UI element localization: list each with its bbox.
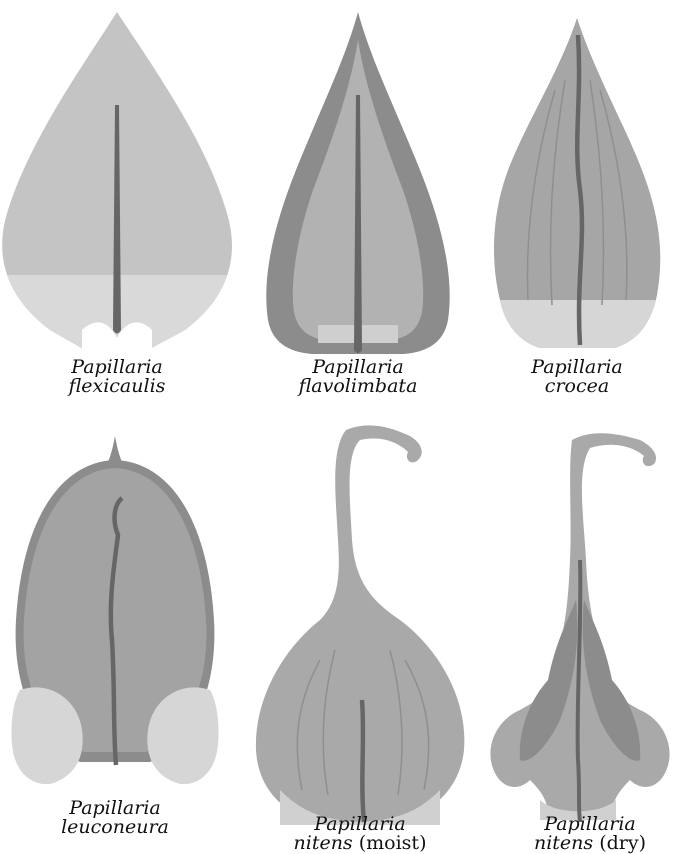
leaf-leuconeura [11,436,218,784]
caption-epithet: nitens [534,832,593,854]
costa-nitens-moist [362,700,364,822]
caption-epithet: flexicaulis [69,375,166,397]
leaf-crocea [490,18,670,355]
caption-epithet: nitens [294,832,353,854]
caption-leuconeura: Papillaria leuconeura [55,799,175,837]
caption-flexicaulis: Papillaria flexicaulis [57,358,177,396]
caption-nitens-moist: Papillaria nitens (moist) [290,815,430,853]
caption-state: (moist) [359,832,427,854]
caption-flavolimbata: Papillaria flavolimbata [298,358,418,396]
caption-state: (dry) [599,832,646,854]
caption-crocea: Papillaria crocea [517,358,637,396]
caption-epithet: leuconeura [61,816,169,838]
leaf-nitens-dry [490,433,669,822]
leaf-nitens-moist [256,425,464,825]
leaf-flavolimbata [266,12,449,354]
caption-epithet: flavolimbata [299,375,418,397]
leaf-flexicaulis [0,12,240,365]
caption-nitens-dry: Papillaria nitens (dry) [520,815,660,853]
caption-epithet: crocea [545,375,609,397]
